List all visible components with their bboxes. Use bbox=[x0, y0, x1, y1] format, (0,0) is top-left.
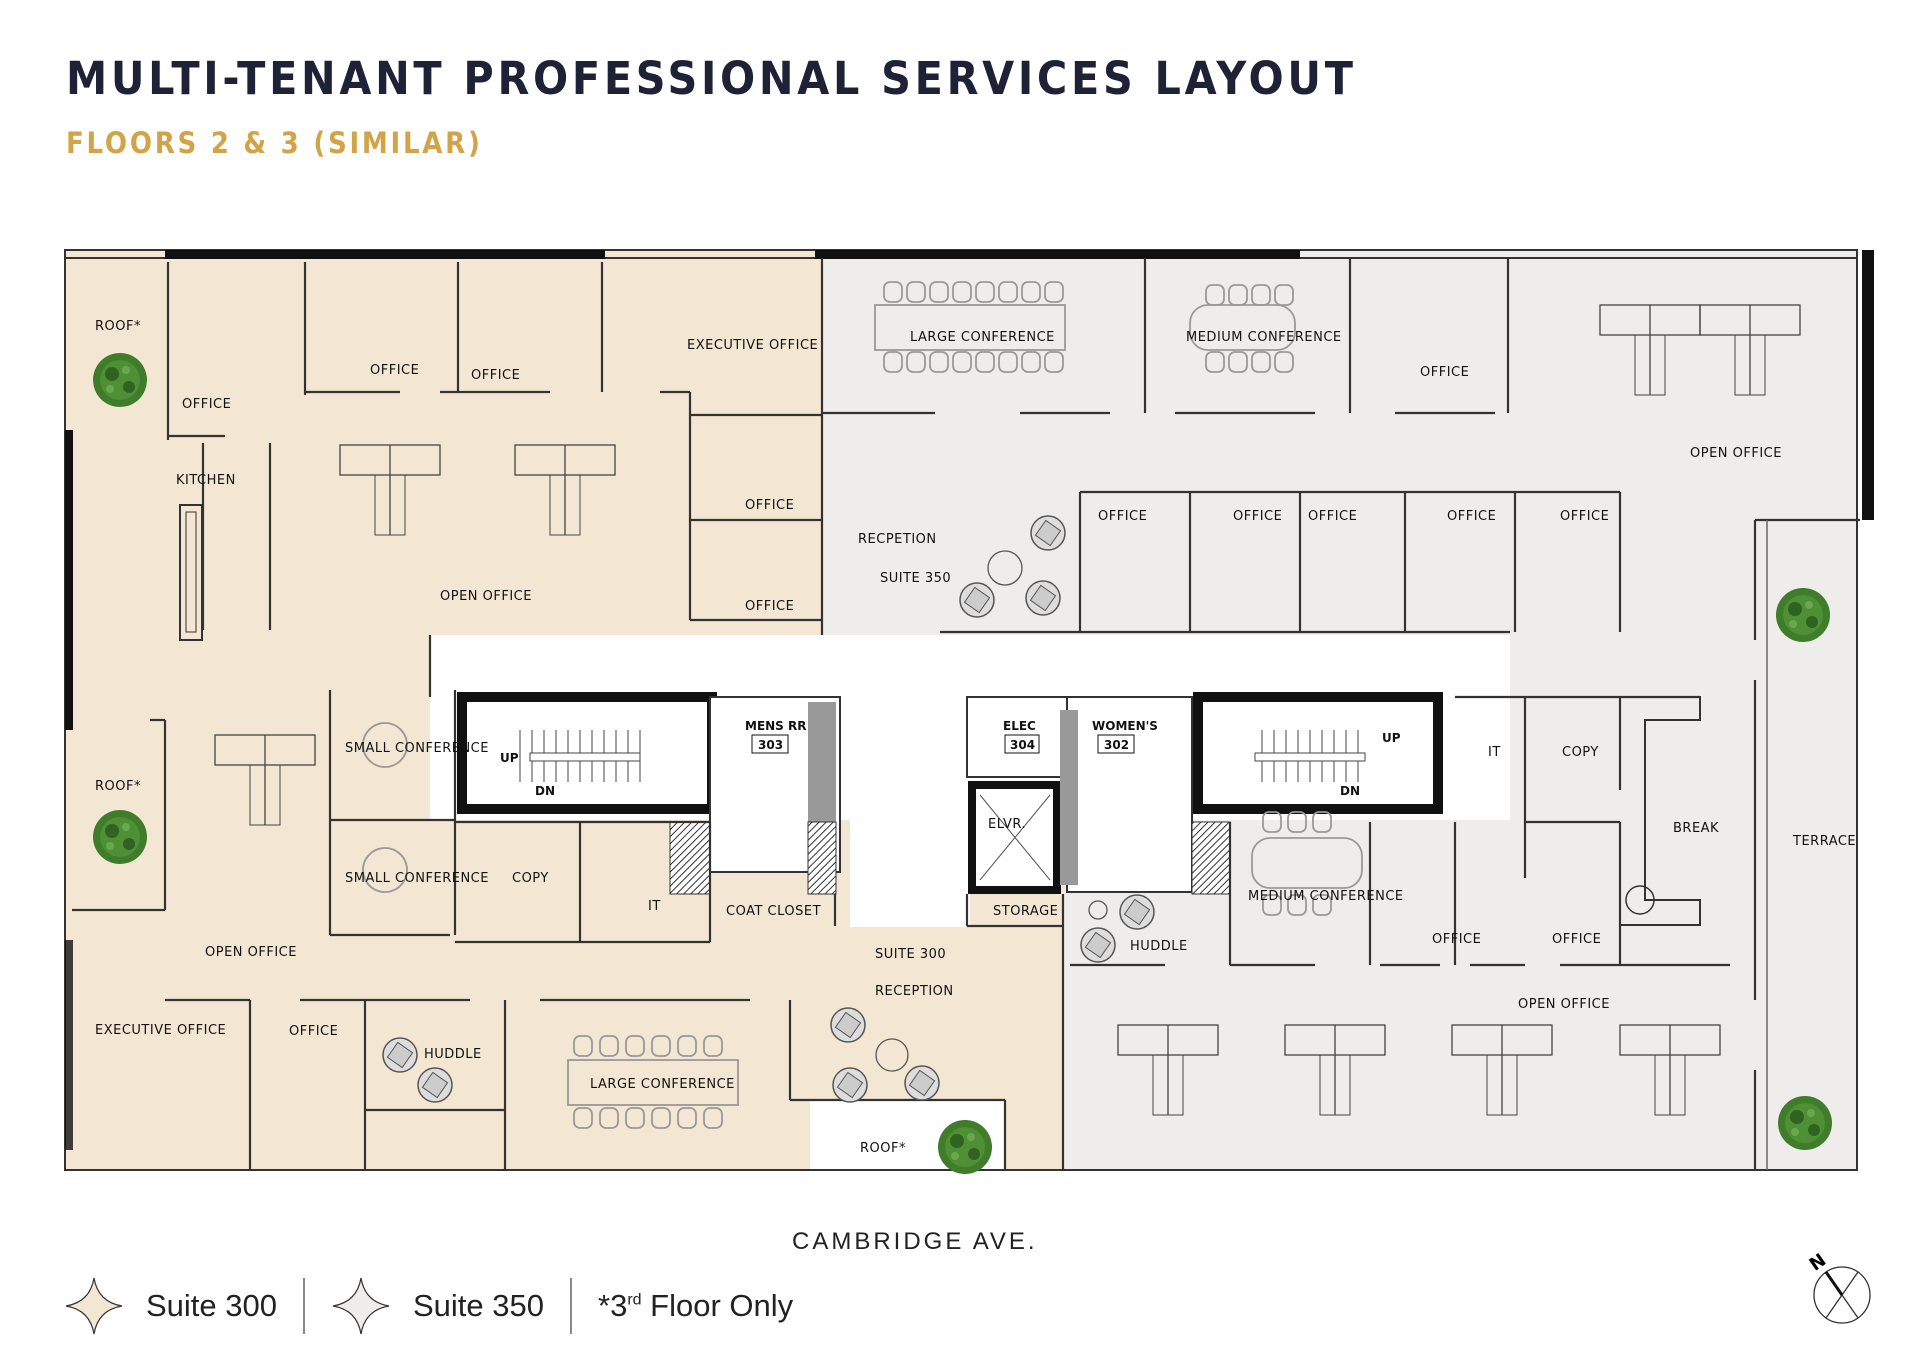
room-reception-300: RECEPTION bbox=[875, 984, 954, 999]
room-office-nw: OFFICE bbox=[182, 397, 231, 412]
room-office-1: OFFICE bbox=[370, 363, 419, 378]
room-office-2: OFFICE bbox=[471, 368, 520, 383]
suite-300-labels: ROOF* OFFICE OFFICE OFFICE EXECUTIVE OFF… bbox=[95, 319, 1058, 1156]
room-office-s: OFFICE bbox=[289, 1024, 338, 1039]
room-copy: COPY bbox=[512, 871, 549, 886]
room-roof-s: ROOF* bbox=[860, 1141, 906, 1156]
room-office-row-3: OFFICE bbox=[1308, 509, 1357, 524]
building-core: UP DN MENS RR 303 ELEC 304 ELVR. WOMEN'S… bbox=[457, 692, 1443, 895]
room-executive-office-n: EXECUTIVE OFFICE bbox=[687, 338, 818, 353]
room-storage: STORAGE bbox=[993, 904, 1058, 919]
room-medium-conference-n: MEDIUM CONFERENCE bbox=[1186, 330, 1342, 345]
room-open-office-ne: OPEN OFFICE bbox=[1690, 446, 1782, 461]
room-office-row-5: OFFICE bbox=[1560, 509, 1609, 524]
womens-number: 302 bbox=[1104, 738, 1129, 752]
room-copy-350: COPY bbox=[1562, 745, 1599, 760]
room-small-conference-1: SMALL CONFERENCE bbox=[345, 741, 489, 756]
room-office-row-2: OFFICE bbox=[1233, 509, 1282, 524]
room-kitchen: KITCHEN bbox=[176, 473, 236, 488]
room-office-row-4: OFFICE bbox=[1447, 509, 1496, 524]
room-office-ne: OFFICE bbox=[1420, 365, 1469, 380]
stair-up-label-east: UP bbox=[1382, 731, 1401, 745]
core-corridor bbox=[430, 637, 1510, 697]
room-open-office-w: OPEN OFFICE bbox=[205, 945, 297, 960]
elec-label: ELEC bbox=[1003, 719, 1036, 733]
page-title: MULTI-TENANT PROFESSIONAL SERVICES LAYOU… bbox=[66, 52, 1357, 105]
mens-rr-label: MENS RR bbox=[745, 719, 806, 733]
stair-down-label-east: DN bbox=[1340, 784, 1360, 798]
room-medium-conference-s: MEDIUM CONFERENCE bbox=[1248, 889, 1404, 904]
legend: Suite 300 Suite 350 *3rd Floor Only bbox=[64, 1276, 793, 1336]
room-open-office-s: OPEN OFFICE bbox=[1518, 997, 1610, 1012]
room-office-e2: OFFICE bbox=[745, 599, 794, 614]
furniture bbox=[362, 304, 1363, 1106]
room-terrace: TERRACE bbox=[1792, 834, 1856, 849]
room-it: IT bbox=[648, 899, 661, 914]
room-suite-350-label: SUITE 350 bbox=[880, 571, 951, 586]
legend-divider bbox=[570, 1278, 572, 1334]
mens-rr-number: 303 bbox=[758, 738, 783, 752]
page-subtitle: FLOORS 2 & 3 (SIMILAR) bbox=[66, 126, 483, 160]
stair-down-label: DN bbox=[535, 784, 555, 798]
legend-item-suite-350: Suite 350 bbox=[331, 1276, 544, 1336]
legend-label: Suite 350 bbox=[413, 1288, 544, 1323]
north-arrow-icon: N bbox=[1806, 1250, 1871, 1324]
diamond-icon bbox=[332, 1277, 390, 1335]
diamond-icon bbox=[65, 1277, 123, 1335]
room-open-office-n: OPEN OFFICE bbox=[440, 589, 532, 604]
room-roof-nw: ROOF* bbox=[95, 319, 141, 334]
stair-up-label: UP bbox=[500, 751, 519, 765]
room-break: BREAK bbox=[1673, 821, 1719, 836]
room-reception-350: RECPETION bbox=[858, 532, 937, 547]
room-office-row-1: OFFICE bbox=[1098, 509, 1147, 524]
room-huddle: HUDDLE bbox=[424, 1047, 482, 1062]
room-suite-300-label: SUITE 300 bbox=[875, 947, 946, 962]
suite-350-labels: LARGE CONFERENCE MEDIUM CONFERENCE OFFIC… bbox=[858, 330, 1856, 1012]
elec-number: 304 bbox=[1010, 738, 1035, 752]
room-coat-closet: COAT CLOSET bbox=[726, 904, 821, 919]
suite-350-area bbox=[822, 250, 1857, 1170]
legend-item-suite-300: Suite 300 bbox=[64, 1276, 277, 1336]
legend-label: Suite 300 bbox=[146, 1288, 277, 1323]
room-executive-office-s: EXECUTIVE OFFICE bbox=[95, 1023, 226, 1038]
room-office-s2: OFFICE bbox=[1552, 932, 1601, 947]
suite-300-area bbox=[65, 250, 1065, 1170]
legend-note: *3rd Floor Only bbox=[598, 1288, 794, 1323]
elevator-label: ELVR. bbox=[988, 817, 1026, 832]
street-label: CAMBRIDGE AVE. bbox=[792, 1228, 1038, 1255]
room-office-e1: OFFICE bbox=[745, 498, 794, 513]
room-large-conference-s: LARGE CONFERENCE bbox=[590, 1077, 735, 1092]
room-large-conference-n: LARGE CONFERENCE bbox=[910, 330, 1055, 345]
room-huddle-350: HUDDLE bbox=[1130, 939, 1188, 954]
legend-divider bbox=[303, 1278, 305, 1334]
womens-label: WOMEN'S bbox=[1092, 719, 1158, 733]
room-it-350: IT bbox=[1488, 745, 1501, 760]
interior-walls bbox=[72, 258, 1860, 1170]
room-roof-w: ROOF* bbox=[95, 779, 141, 794]
room-office-s1: OFFICE bbox=[1432, 932, 1481, 947]
room-small-conference-2: SMALL CONFERENCE bbox=[345, 871, 489, 886]
